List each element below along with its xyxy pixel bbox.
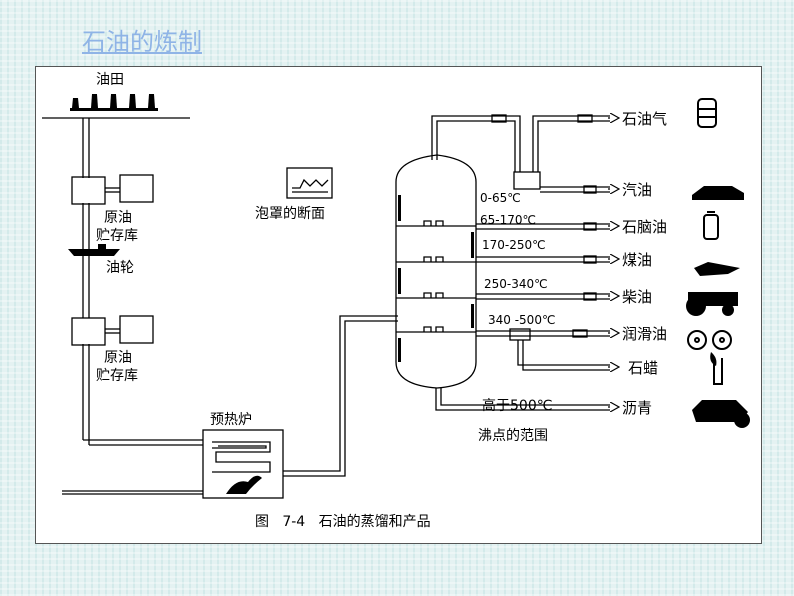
airplane-icon — [694, 262, 740, 276]
valve — [583, 185, 597, 194]
oil-derrick-icon — [148, 94, 155, 108]
storage-label-2b: 贮存库 — [96, 368, 138, 384]
storage-label-2a: 原油 — [104, 350, 132, 366]
bottle-icon — [703, 214, 719, 240]
pipe — [537, 120, 612, 172]
bubble-cap — [423, 292, 444, 298]
product-label-lpg: 石油气 — [622, 110, 667, 128]
furnace-coil — [212, 445, 267, 449]
derrick-base — [70, 108, 158, 111]
product-label-naphtha: 石脑油 — [622, 218, 667, 236]
oil-derrick-icon — [91, 94, 98, 108]
gear-icon — [687, 330, 707, 350]
storage-label-1b: 贮存库 — [96, 228, 138, 244]
storage-tank — [71, 317, 106, 346]
temp-label-6: 高于500℃ — [482, 397, 552, 414]
road-roller-icon — [692, 400, 748, 422]
product-label-gasoline: 汽油 — [622, 181, 652, 199]
pipe — [283, 320, 398, 477]
oil-derrick-icon — [110, 94, 117, 108]
bubble-cap-box — [286, 167, 333, 199]
storage-label-1a: 原油 — [104, 210, 132, 226]
temp-label-2: 65-170℃ — [480, 213, 536, 227]
bubble-cap-wave — [292, 178, 329, 189]
temp-label-4: 250-340℃ — [484, 277, 548, 291]
temp-label-3: 170-250℃ — [482, 238, 546, 252]
valve — [572, 329, 588, 338]
storage-tank — [119, 315, 154, 344]
product-label-asphalt: 沥青 — [622, 399, 652, 417]
flame-icon — [226, 475, 262, 494]
product-label-diesel: 柴油 — [622, 288, 652, 306]
boiling-range-label: 沸点的范围 — [478, 427, 548, 444]
valve — [583, 222, 597, 231]
oil-derrick-icon — [129, 94, 136, 108]
storage-tank — [71, 176, 106, 205]
product-label-paraffin: 石蜡 — [628, 359, 658, 377]
tanker-label: 油轮 — [106, 260, 134, 276]
temp-label-5: 340 -500℃ — [488, 313, 555, 327]
furnace-label: 预热炉 — [210, 412, 252, 428]
diagram-panel — [35, 66, 762, 544]
column-baffle — [398, 268, 401, 294]
figure-caption: 图 7-4 石油的蒸馏和产品 — [255, 514, 431, 530]
pipe — [517, 340, 612, 366]
product-label-kerosene: 煤油 — [622, 251, 652, 269]
pipe — [436, 120, 516, 172]
column-baffle — [471, 232, 474, 258]
distillation-column — [395, 154, 477, 389]
furnace-coil — [212, 441, 271, 473]
tanker-bridge — [98, 244, 106, 249]
car-icon — [692, 186, 744, 200]
pipe — [283, 315, 398, 472]
bubble-cap — [423, 326, 444, 332]
furnace-body — [202, 429, 284, 499]
pipe — [532, 115, 612, 172]
candle-flame — [710, 352, 717, 366]
bubble-cap-label: 泡罩的断面 — [255, 206, 325, 222]
valve — [583, 255, 597, 264]
valve — [491, 114, 507, 123]
tanker-icon — [68, 249, 120, 256]
column-baffle — [398, 195, 401, 221]
pipe — [435, 388, 612, 411]
pipe — [522, 340, 612, 371]
oil-derrick-icon — [72, 98, 79, 108]
gear-icon — [712, 330, 732, 350]
bubble-cap — [423, 220, 444, 226]
valve — [577, 114, 593, 123]
pipe — [440, 388, 612, 406]
temp-label-1: 0-65℃ — [480, 191, 521, 205]
storage-tank — [119, 174, 154, 203]
gas-cylinder-icon — [697, 98, 717, 128]
product-label-lubricant: 润滑油 — [622, 325, 667, 343]
oilfield-label: 油田 — [96, 72, 124, 88]
column-baffle — [471, 304, 474, 328]
bubble-cap — [423, 256, 444, 262]
column-baffle — [398, 338, 401, 362]
condenser — [513, 171, 541, 190]
slide-title[interactable]: 石油的炼制 — [82, 28, 202, 56]
candle-icon — [713, 358, 723, 385]
valve — [583, 292, 597, 301]
pipe — [431, 115, 521, 172]
splitter — [509, 328, 531, 341]
